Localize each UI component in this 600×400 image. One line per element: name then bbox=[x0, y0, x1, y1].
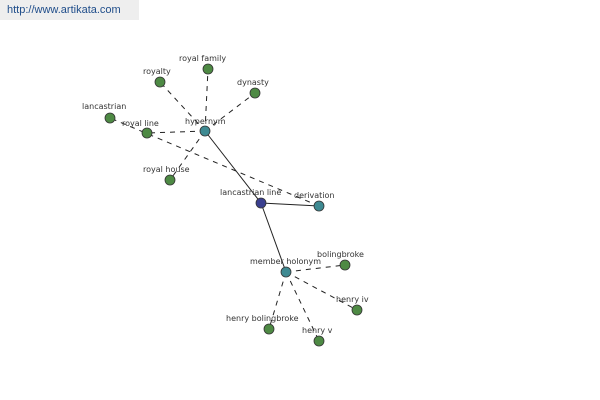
edge-member-holonym-to-bolingbroke bbox=[285, 264, 346, 273]
edge-hypernym-to-royal-family bbox=[204, 68, 209, 132]
node-label-henry-iv[interactable]: henry iv bbox=[336, 295, 369, 304]
node-hypernym[interactable] bbox=[199, 125, 211, 137]
node-label-dynasty[interactable]: dynasty bbox=[237, 78, 269, 87]
node-lancastrian[interactable] bbox=[104, 112, 116, 124]
node-label-hypernym[interactable]: hypernym bbox=[185, 117, 226, 126]
node-label-derivation[interactable]: derivation bbox=[294, 191, 334, 200]
edge-lancastrian-line-to-derivation bbox=[260, 202, 320, 207]
node-label-lancastrian-line[interactable]: lancastrian line bbox=[220, 188, 281, 197]
node-dynasty[interactable] bbox=[249, 87, 261, 99]
edge-hypernym-to-royalty bbox=[159, 81, 206, 132]
edge-member-holonym-to-henry-v bbox=[285, 271, 320, 342]
node-royalty[interactable] bbox=[154, 76, 166, 88]
node-derivation[interactable] bbox=[313, 200, 325, 212]
node-label-henry-bolingbroke[interactable]: henry bolingbroke bbox=[226, 314, 299, 323]
node-henry-iv[interactable] bbox=[351, 304, 363, 316]
node-label-royalty[interactable]: royalty bbox=[143, 67, 171, 76]
edge-member-holonym-to-henry-iv bbox=[285, 271, 358, 311]
nodes-layer bbox=[104, 63, 363, 347]
node-label-royal-house[interactable]: royal house bbox=[143, 165, 190, 174]
edge-lancastrian-line-to-hypernym bbox=[204, 130, 262, 204]
labels-layer: lancastrian line hypernym derivation member… bbox=[82, 54, 369, 335]
node-label-lancastrian[interactable]: lancastrian bbox=[82, 102, 126, 111]
edges-layer bbox=[109, 68, 358, 342]
node-royal-line[interactable] bbox=[141, 127, 153, 139]
node-royal-house[interactable] bbox=[164, 174, 176, 186]
node-label-royal-family[interactable]: royal family bbox=[179, 54, 226, 63]
edge-derivation-to-lancastrian bbox=[109, 117, 320, 207]
edge-lancastrian-line-to-member-holonym bbox=[260, 202, 287, 273]
node-member-holonym[interactable] bbox=[280, 266, 292, 278]
node-lancastrian-line[interactable] bbox=[255, 197, 267, 209]
node-royal-family[interactable] bbox=[202, 63, 214, 75]
node-label-bolingbroke[interactable]: bolingbroke bbox=[317, 250, 364, 259]
edge-hypernym-to-dynasty bbox=[204, 92, 256, 132]
node-label-henry-v[interactable]: henry v bbox=[302, 326, 333, 335]
node-bolingbroke[interactable] bbox=[339, 259, 351, 271]
node-henry-bolingbroke[interactable] bbox=[263, 323, 275, 335]
url-banner-text[interactable]: http://www.artikata.com bbox=[7, 4, 121, 16]
node-label-member-holonym[interactable]: member holonym bbox=[250, 257, 321, 266]
url-banner[interactable]: http://www.artikata.com bbox=[0, 0, 139, 20]
edge-hypernym-to-royal-line bbox=[146, 130, 206, 134]
edge-hypernym-to-royal-house bbox=[169, 130, 206, 181]
node-label-royal-line[interactable]: royal line bbox=[122, 119, 159, 128]
node-henry-v[interactable] bbox=[313, 335, 325, 347]
